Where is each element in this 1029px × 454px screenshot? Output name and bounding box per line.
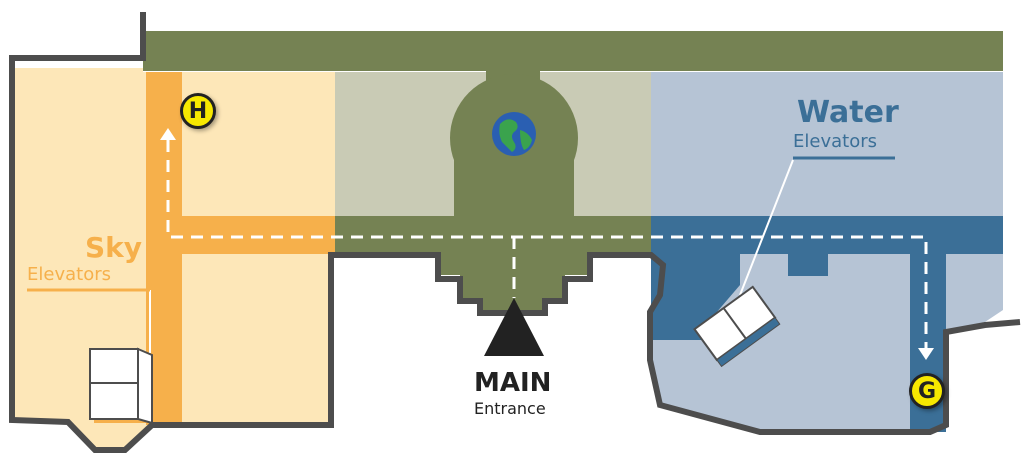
building-walls xyxy=(9,12,1021,453)
route-paths xyxy=(166,140,928,352)
globe-icon xyxy=(492,112,536,156)
elevator-icon xyxy=(89,347,153,425)
water-elevators-subtitle: Elevators xyxy=(793,131,877,152)
marker-h[interactable]: H xyxy=(180,93,216,129)
route-arrow-up-icon xyxy=(160,128,176,140)
water-elevator-icon xyxy=(693,285,781,368)
main-entrance-subtitle: Entrance xyxy=(474,399,546,418)
entrance-arrow-icon xyxy=(484,298,544,356)
sky-zone xyxy=(12,68,335,447)
water-elevators-title: Water xyxy=(797,95,899,130)
route-arrow-down-icon xyxy=(918,348,934,360)
marker-g[interactable]: G xyxy=(909,373,945,409)
sky-elevators-title: Sky xyxy=(85,231,143,264)
sky-elevators-subtitle: Elevators xyxy=(27,264,111,285)
main-entrance-title: MAIN xyxy=(474,368,552,398)
